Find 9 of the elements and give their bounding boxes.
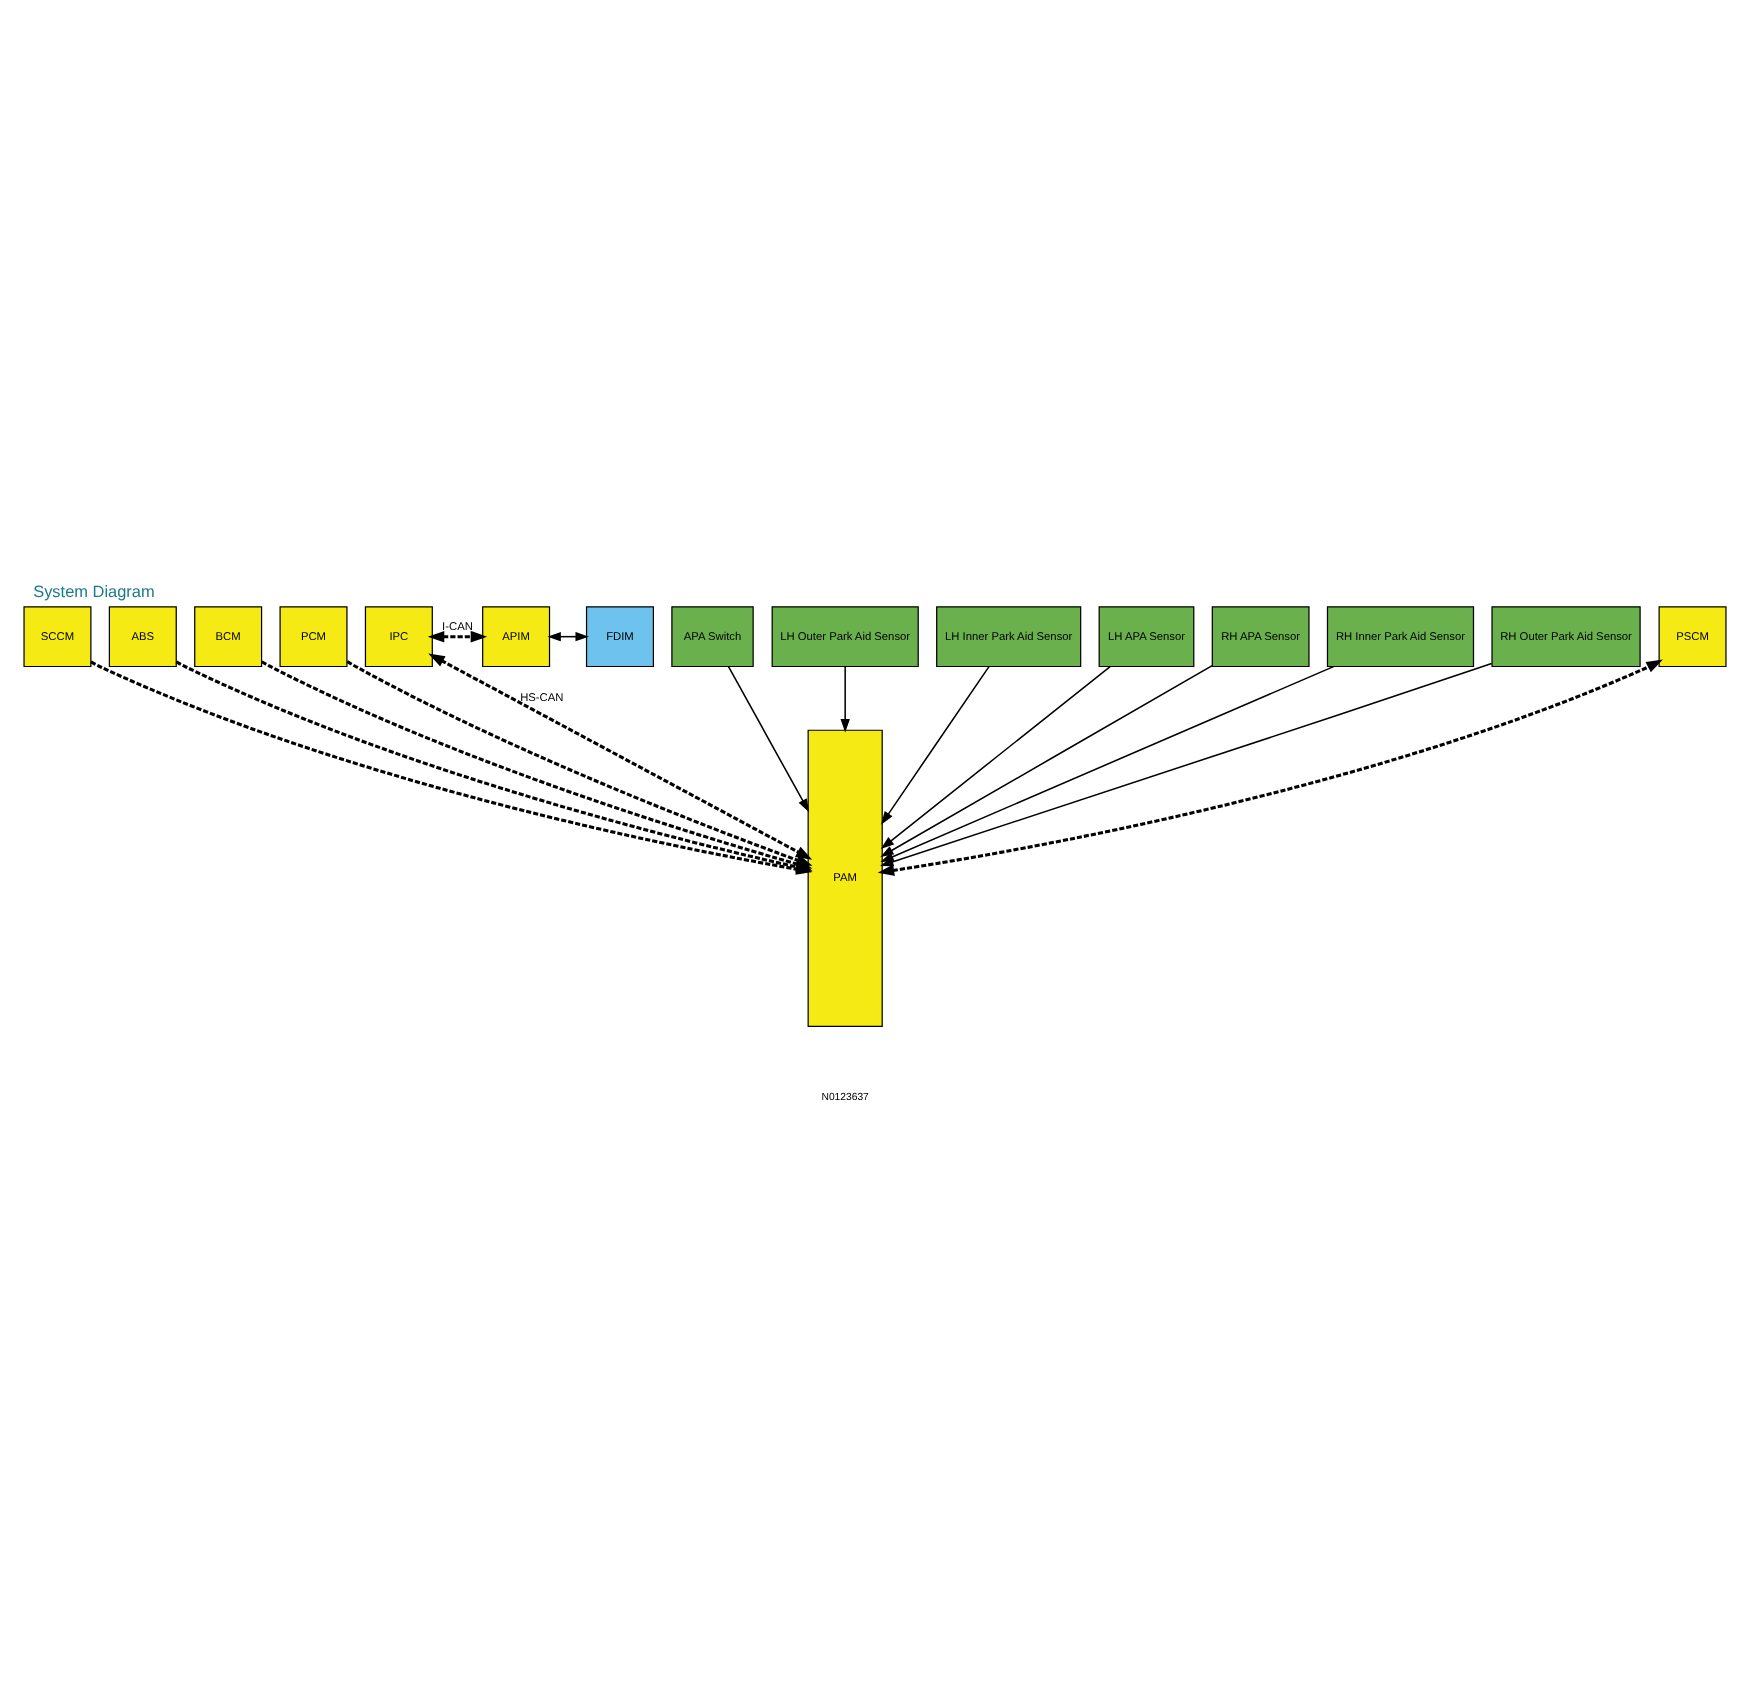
arrow <box>880 664 989 824</box>
arrow <box>345 659 812 865</box>
diagram-title: System Diagram <box>32 582 154 601</box>
arrow <box>427 652 812 859</box>
arrow <box>839 664 849 732</box>
arrow <box>879 664 1110 848</box>
arrow <box>879 663 1212 857</box>
arrow <box>726 664 809 812</box>
arrow <box>426 629 487 642</box>
